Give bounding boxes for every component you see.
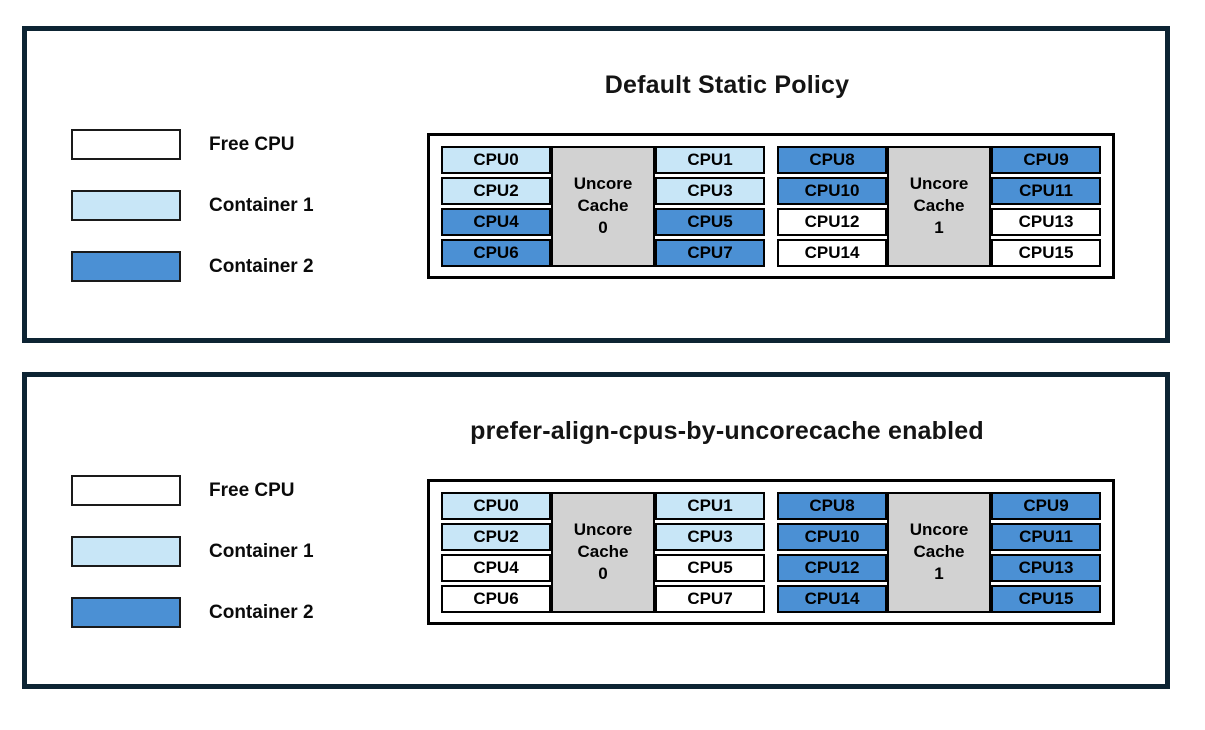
- cache-label-line: Cache: [913, 541, 965, 561]
- cpu-topology-diagram: CPU0 CPU2 CPU4 CPU6 Uncore Cache 0 CPU1 …: [427, 133, 1115, 279]
- cpu-cell: CPU15: [991, 584, 1101, 613]
- legend-row-container-2: Container 2: [71, 251, 314, 282]
- panel-title: prefer-align-cpus-by-uncorecache enabled: [470, 417, 984, 445]
- legend-row-container-2: Container 2: [71, 597, 314, 628]
- cache-label-line: Cache: [577, 195, 629, 215]
- cache-label-line: Uncore: [909, 173, 969, 193]
- cpu-cell: CPU9: [991, 145, 1101, 174]
- panel-prefer-align-uncorecache: prefer-align-cpus-by-uncorecache enabled…: [22, 372, 1170, 689]
- cpu-cell: CPU5: [655, 553, 765, 582]
- uncore-cache-1-cell: Uncore Cache 1: [887, 491, 991, 613]
- cpu-cell: CPU8: [777, 491, 887, 520]
- cpu-cell: CPU8: [777, 145, 887, 174]
- cpu-cell: CPU14: [777, 584, 887, 613]
- panel-title: Default Static Policy: [604, 71, 850, 99]
- cache-label-line: 1: [934, 564, 944, 584]
- legend-swatch-free-cpu: [71, 475, 181, 506]
- uncore-group-0: CPU0 CPU2 CPU4 CPU6 Uncore Cache 0 CPU1 …: [441, 145, 765, 267]
- legend-swatch-container-2: [71, 597, 181, 628]
- legend-row-free-cpu: Free CPU: [71, 129, 314, 160]
- cpu-column-left: CPU8 CPU10 CPU12 CPU14: [777, 491, 887, 613]
- cpu-column-right: CPU1 CPU3 CPU5 CPU7: [655, 145, 765, 267]
- legend-swatch-free-cpu: [71, 129, 181, 160]
- cpu-cell: CPU4: [441, 553, 551, 582]
- cpu-cell: CPU0: [441, 491, 551, 520]
- cpu-cell: CPU3: [655, 176, 765, 205]
- cpu-cell: CPU2: [441, 176, 551, 205]
- cpu-cell: CPU7: [655, 584, 765, 613]
- cache-label-line: Cache: [913, 195, 965, 215]
- uncore-cache-0-cell: Uncore Cache 0: [551, 145, 655, 267]
- cpu-cell: CPU0: [441, 145, 551, 174]
- uncore-group-1: CPU8 CPU10 CPU12 CPU14 Uncore Cache 1 CP…: [777, 145, 1101, 267]
- cache-label-line: 0: [598, 564, 608, 584]
- panel-default-static-policy: Default Static Policy Free CPU Container…: [22, 26, 1170, 343]
- uncore-group-1: CPU8 CPU10 CPU12 CPU14 Uncore Cache 1 CP…: [777, 491, 1101, 613]
- uncore-cache-1-cell: Uncore Cache 1: [887, 145, 991, 267]
- cpu-cell: CPU7: [655, 238, 765, 267]
- legend-swatch-container-1: [71, 190, 181, 221]
- cpu-cell: CPU2: [441, 522, 551, 551]
- cache-label-line: 1: [934, 218, 944, 238]
- cpu-topology-diagram: CPU0 CPU2 CPU4 CPU6 Uncore Cache 0 CPU1 …: [427, 479, 1115, 625]
- legend-row-free-cpu: Free CPU: [71, 475, 314, 506]
- cpu-cell: CPU11: [991, 176, 1101, 205]
- cpu-cell: CPU13: [991, 553, 1101, 582]
- cpu-cell: CPU10: [777, 176, 887, 205]
- cpu-cell: CPU6: [441, 584, 551, 613]
- legend-row-container-1: Container 1: [71, 190, 314, 221]
- cpu-column-left: CPU8 CPU10 CPU12 CPU14: [777, 145, 887, 267]
- cpu-cell: CPU15: [991, 238, 1101, 267]
- cache-label-line: Uncore: [573, 519, 633, 539]
- cache-label-line: Uncore: [573, 173, 633, 193]
- cpu-cell: CPU1: [655, 491, 765, 520]
- cpu-cell: CPU1: [655, 145, 765, 174]
- cache-label-line: 0: [598, 218, 608, 238]
- cpu-column-left: CPU0 CPU2 CPU4 CPU6: [441, 491, 551, 613]
- legend-row-container-1: Container 1: [71, 536, 314, 567]
- legend-label: Container 1: [209, 194, 314, 216]
- cpu-cell: CPU12: [777, 207, 887, 236]
- cpu-cell: CPU3: [655, 522, 765, 551]
- uncore-group-0: CPU0 CPU2 CPU4 CPU6 Uncore Cache 0 CPU1 …: [441, 491, 765, 613]
- cpu-cell: CPU12: [777, 553, 887, 582]
- legend-label: Container 2: [209, 255, 314, 277]
- uncore-cache-0-cell: Uncore Cache 0: [551, 491, 655, 613]
- legend-label: Free CPU: [209, 133, 295, 155]
- legend: Free CPU Container 1 Container 2: [71, 129, 314, 312]
- cpu-cell: CPU14: [777, 238, 887, 267]
- cpu-cell: CPU11: [991, 522, 1101, 551]
- cpu-column-right: CPU1 CPU3 CPU5 CPU7: [655, 491, 765, 613]
- cpu-column-right: CPU9 CPU11 CPU13 CPU15: [991, 145, 1101, 267]
- cache-label-line: Cache: [577, 541, 629, 561]
- cache-label-line: Uncore: [909, 519, 969, 539]
- legend-label: Free CPU: [209, 479, 295, 501]
- legend: Free CPU Container 1 Container 2: [71, 475, 314, 658]
- cpu-column-left: CPU0 CPU2 CPU4 CPU6: [441, 145, 551, 267]
- cpu-cell: CPU13: [991, 207, 1101, 236]
- cpu-cell: CPU9: [991, 491, 1101, 520]
- legend-label: Container 1: [209, 540, 314, 562]
- cpu-cell: CPU4: [441, 207, 551, 236]
- legend-label: Container 2: [209, 601, 314, 623]
- legend-swatch-container-1: [71, 536, 181, 567]
- legend-swatch-container-2: [71, 251, 181, 282]
- cpu-column-right: CPU9 CPU11 CPU13 CPU15: [991, 491, 1101, 613]
- cpu-cell: CPU10: [777, 522, 887, 551]
- cpu-cell: CPU6: [441, 238, 551, 267]
- cpu-cell: CPU5: [655, 207, 765, 236]
